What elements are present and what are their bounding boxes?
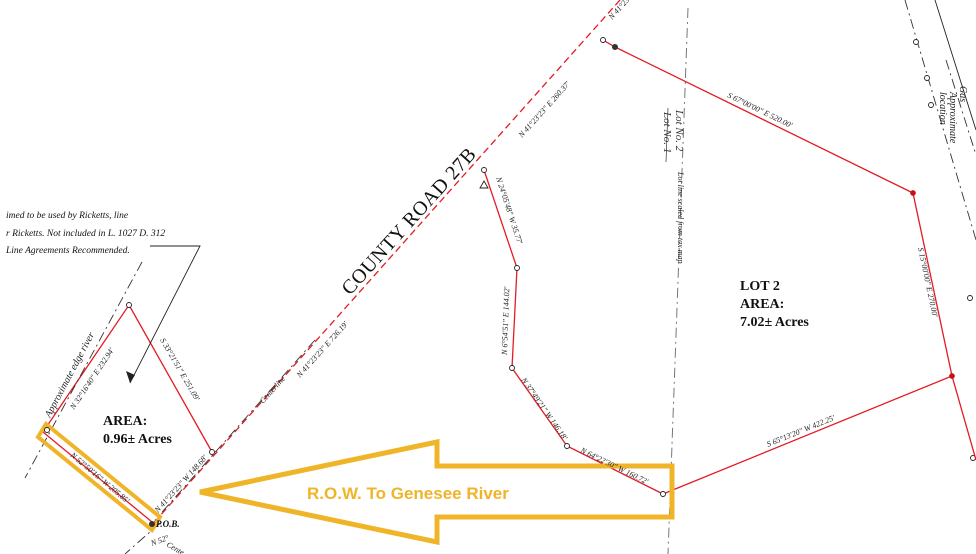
row-arrow-label: R.O.W. To Genesee River [307,484,509,503]
note-line2: r Ricketts. Not included in L. 1027 D. 3… [6,229,165,239]
lot2-name: LOT 2 [740,279,780,294]
bearing-small-south: N 52°50'16" W 205.85' [68,450,131,505]
bearing-east-right: S 15°00'00" E 270.00' [916,247,940,318]
bearing-road-top: N 41°23'23" E [606,0,645,22]
lot-line-label-divider [665,107,669,163]
road-row-line [149,0,621,528]
gas-line-c [934,0,976,131]
lot-line-upper-label: Lot No. 2 [673,109,685,152]
lot2-area-label: AREA: [740,297,784,312]
survey-point [481,167,487,173]
lot-line [667,7,689,554]
pob-label: P.O.B. [156,519,180,529]
lot2-boundary [602,39,953,495]
bearing-south: S 65°13'20" W 422.25' [765,413,836,449]
survey-point [514,265,520,271]
gas-marker [967,295,973,301]
small-area-value: 0.96± Acres [103,432,172,447]
note-leader [129,245,201,384]
row-arrow [199,438,675,546]
bearing-curve3: N 37°49'21" W 146.18' [519,375,570,442]
small-area-label: AREA: [103,414,147,429]
gas-label-line2: Approximate [947,91,958,144]
lot2-area-value: 7.02± Acres [740,315,809,330]
gas-marker [913,39,919,45]
centerline-bottom-label: Cente [165,540,186,554]
gas-label-line3: location [937,92,948,125]
survey-point [612,44,618,50]
survey-point [44,427,50,433]
survey-point [600,37,606,43]
bearing-east-top: S 67°00'00" E 520.00' [726,91,794,130]
small-parcel-south [42,431,153,523]
bearing-road-bottom: N 41°23'23" W 148.68' [152,453,209,515]
gas-marker [924,75,930,81]
survey-point [209,449,215,455]
survey-point [660,491,666,497]
bearing-curve2: N 6°54'51" E 144.02' [500,286,511,356]
gas-label-line1: Gas [957,86,968,102]
gas-marker [928,102,934,108]
row-highlight [35,421,163,533]
note-line3: Line Agreements Recommended. [5,246,130,256]
centerline-label: Centerline [258,374,288,405]
bearing-road-mid: N 41°23'23" E 260.37' [516,79,572,140]
gas-line-b [945,59,976,156]
survey-point [564,443,570,449]
survey-point [126,302,132,308]
note-line1: imed to be used by Ricketts, line [6,211,128,221]
bearing-curve1: N 24°05'48" W 35.77' [494,175,525,246]
road-centerline [154,339,316,521]
lot2-boundary-ext [951,375,976,461]
road-name: COUNTY ROAD 27B [337,143,481,299]
lot-line-note: Lot line scaled from tax map [676,171,685,263]
survey-point [949,373,955,379]
survey-point [509,365,515,371]
bearing-road-low: N 41°23'23" E 726.19' [294,319,350,380]
pob-point [149,521,155,527]
survey-point [910,190,916,196]
survey-triangle [479,180,489,189]
note-arrowhead [126,371,135,383]
